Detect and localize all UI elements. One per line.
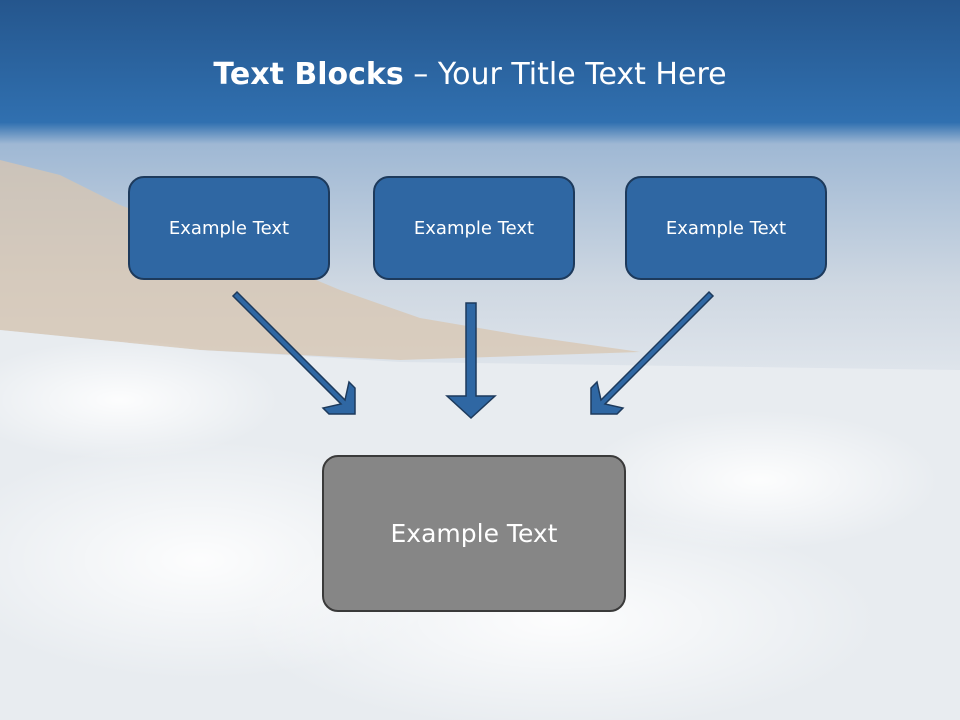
title-separator: – — [403, 57, 438, 92]
title-regular-part: Your Title Text Here — [437, 57, 727, 92]
arrow-down-left-icon — [590, 290, 715, 415]
arrow-down-right-icon — [231, 290, 356, 415]
result-block[interactable]: Example Text — [322, 455, 626, 612]
mountain-shape — [0, 160, 640, 360]
text-block-center[interactable]: Example Text — [373, 176, 575, 280]
text-block-left[interactable]: Example Text — [128, 176, 330, 280]
page-title: Text Blocks – Your Title Text Here — [0, 52, 940, 98]
title-bold-part: Text Blocks — [213, 57, 404, 92]
arrow-down-icon — [445, 302, 497, 420]
text-block-right[interactable]: Example Text — [625, 176, 827, 280]
